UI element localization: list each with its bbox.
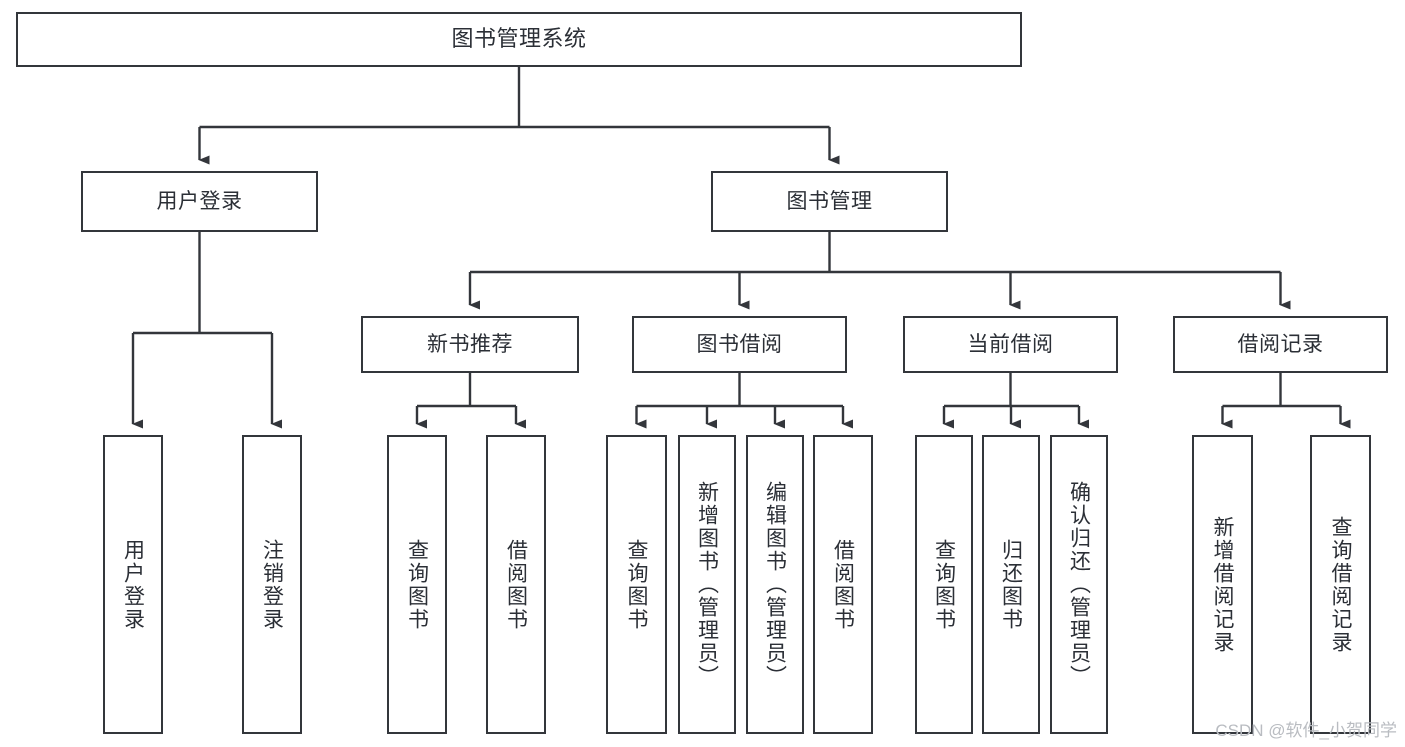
- node-leaf_10[interactable]: 确认归还（管理员）: [1050, 435, 1108, 734]
- node-l2_2[interactable]: 当前借阅: [903, 316, 1118, 373]
- node-label: 用户登录: [156, 189, 243, 213]
- node-leaf_6[interactable]: 编辑图书（管理员）: [746, 435, 804, 734]
- node-leaf_4[interactable]: 查询图书: [606, 435, 667, 734]
- node-leaf_7[interactable]: 借阅图书: [813, 435, 873, 734]
- node-label: 当前借阅: [967, 332, 1054, 356]
- node-label: 新书推荐: [427, 332, 513, 356]
- node-label: 借阅图书: [831, 538, 855, 631]
- node-label: 查询图书: [932, 538, 956, 631]
- node-leaf_2[interactable]: 查询图书: [387, 435, 447, 734]
- node-root[interactable]: 图书管理系统: [16, 12, 1022, 67]
- node-label: 图书管理系统: [451, 26, 587, 52]
- node-leaf_12[interactable]: 查询借阅记录: [1310, 435, 1371, 734]
- node-label: 查询图书: [625, 538, 648, 631]
- node-leaf_11[interactable]: 新增借阅记录: [1192, 435, 1253, 734]
- node-l2_3[interactable]: 借阅记录: [1173, 316, 1388, 373]
- node-label: 借阅记录: [1237, 332, 1324, 356]
- node-label: 归还图书: [999, 538, 1023, 631]
- node-l1_1[interactable]: 图书管理: [711, 171, 948, 232]
- node-leaf_3[interactable]: 借阅图书: [486, 435, 546, 734]
- node-label: 新增借阅记录: [1211, 515, 1234, 654]
- watermark-text: CSDN @软件_小贺同学: [1215, 721, 1397, 740]
- node-leaf_5[interactable]: 新增图书（管理员）: [678, 435, 736, 734]
- node-label: 注销登录: [260, 538, 284, 631]
- node-leaf_0[interactable]: 用户登录: [103, 435, 163, 734]
- node-l2_1[interactable]: 图书借阅: [632, 316, 847, 373]
- node-label: 确认归还（管理员）: [1067, 481, 1091, 688]
- node-l1_0[interactable]: 用户登录: [81, 171, 318, 232]
- node-label: 查询图书: [405, 538, 429, 631]
- node-label: 用户登录: [121, 538, 145, 631]
- node-label: 查询借阅记录: [1329, 515, 1352, 654]
- node-leaf_1[interactable]: 注销登录: [242, 435, 302, 734]
- node-label: 图书管理: [786, 189, 873, 213]
- node-leaf_8[interactable]: 查询图书: [915, 435, 973, 734]
- node-leaf_9[interactable]: 归还图书: [982, 435, 1040, 734]
- node-l2_0[interactable]: 新书推荐: [361, 316, 579, 373]
- node-label: 编辑图书（管理员）: [763, 481, 787, 688]
- node-label: 图书借阅: [696, 332, 783, 356]
- node-label: 新增图书（管理员）: [695, 481, 719, 688]
- node-label: 借阅图书: [504, 538, 528, 631]
